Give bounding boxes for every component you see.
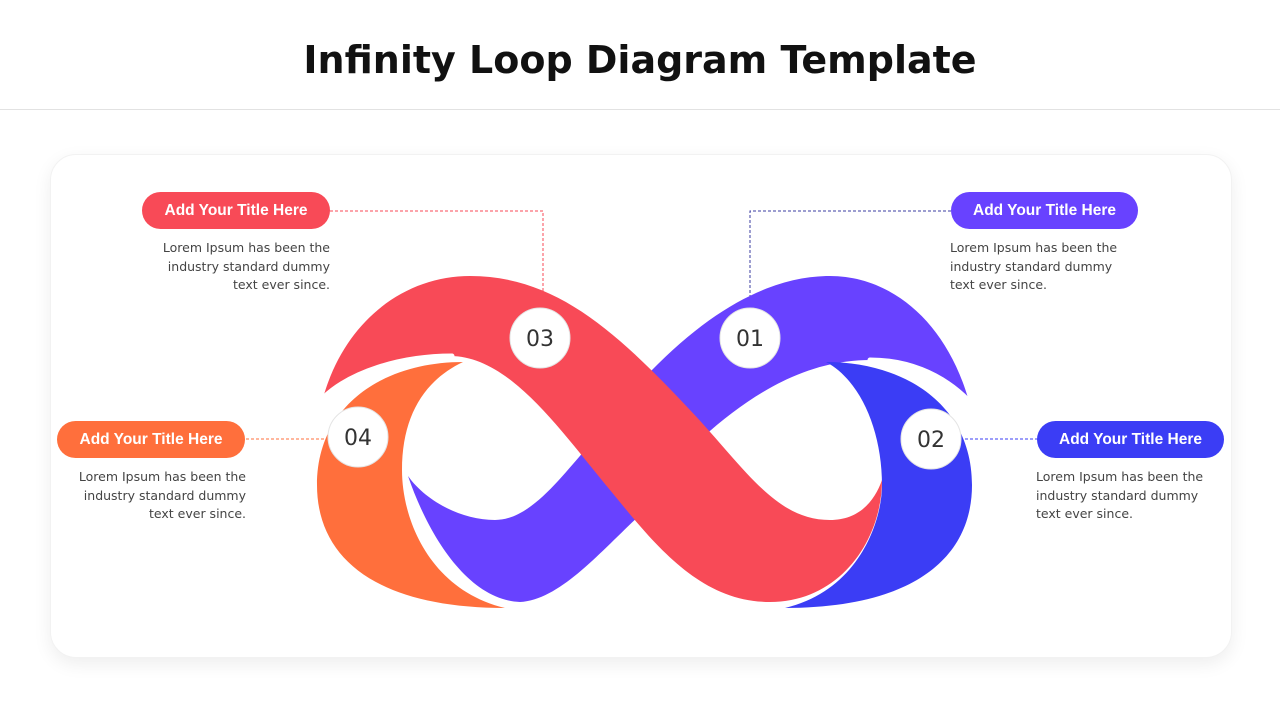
page-title: Infinity Loop Diagram Template (303, 38, 977, 82)
step-03-desc-line-1: Lorem Ipsum has been the (162, 240, 330, 255)
step-02-title-pill: Add Your Title Here (1037, 421, 1224, 458)
step-02-desc-line-2: industry standard dummy (1036, 487, 1199, 503)
step-01-desc-line-1: Lorem Ipsum has been the (950, 240, 1118, 255)
step-04-desc-line-1: Lorem Ipsum has been the (78, 469, 246, 484)
connector-03 (330, 210, 544, 308)
step-03-description: Lorem Ipsum has been the industry standa… (130, 239, 330, 295)
step-04-desc-line-2: industry standard dummy (83, 487, 246, 503)
step-04-title-pill: Add Your Title Here (57, 421, 245, 458)
step-02-desc-line-3: text ever since. (1036, 506, 1133, 521)
step-01-description: Lorem Ipsum has been the industry standa… (950, 239, 1150, 295)
step-02-desc-line-1: Lorem Ipsum has been the (1036, 469, 1204, 484)
title-divider (0, 109, 1280, 110)
badge-04: 04 (327, 406, 389, 468)
step-04-description: Lorem Ipsum has been the industry standa… (46, 468, 246, 524)
step-03-desc-line-3: text ever since. (233, 277, 330, 292)
connector-01 (749, 210, 951, 308)
badge-01-number: 01 (736, 327, 764, 352)
step-01-title-pill: Add Your Title Here (951, 192, 1138, 229)
badge-01: 01 (719, 307, 781, 369)
badge-03-number: 03 (526, 327, 554, 352)
step-03-title-pill: Add Your Title Here (142, 192, 330, 229)
badge-04-number: 04 (344, 426, 372, 451)
loop-segment-lower-left (408, 448, 640, 602)
badge-02-number: 02 (917, 428, 945, 453)
loop-segment-03 (323, 276, 882, 602)
gap-line-right (867, 357, 971, 403)
step-01-desc-line-2: industry standard dummy (950, 258, 1113, 274)
badge-02: 02 (900, 408, 962, 470)
step-03-desc-line-2: industry standard dummy (167, 258, 330, 274)
step-02-description: Lorem Ipsum has been the industry standa… (1036, 468, 1236, 524)
step-01-desc-line-3: text ever since. (950, 277, 1047, 292)
step-04-desc-line-3: text ever since. (149, 506, 246, 521)
gap-line-left (320, 353, 455, 401)
badge-03: 03 (509, 307, 571, 369)
